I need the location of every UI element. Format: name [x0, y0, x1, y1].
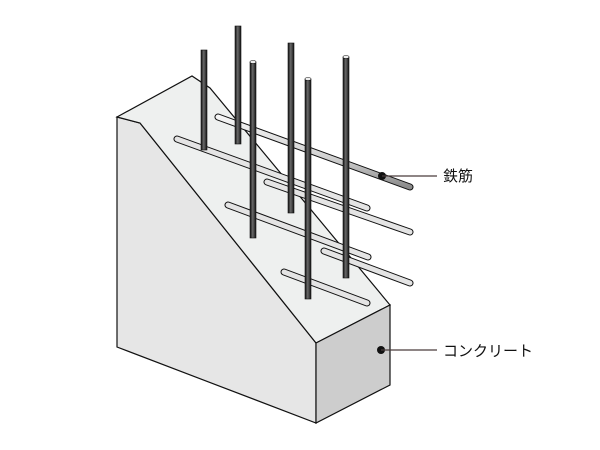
concrete-leader	[377, 346, 437, 354]
vertical-rebars	[200, 25, 350, 300]
concrete-label: コンクリート	[443, 342, 534, 360]
rebar-leader	[378, 172, 437, 180]
right-face	[315, 304, 391, 424]
rebar-label: 鉄筋	[443, 167, 474, 185]
